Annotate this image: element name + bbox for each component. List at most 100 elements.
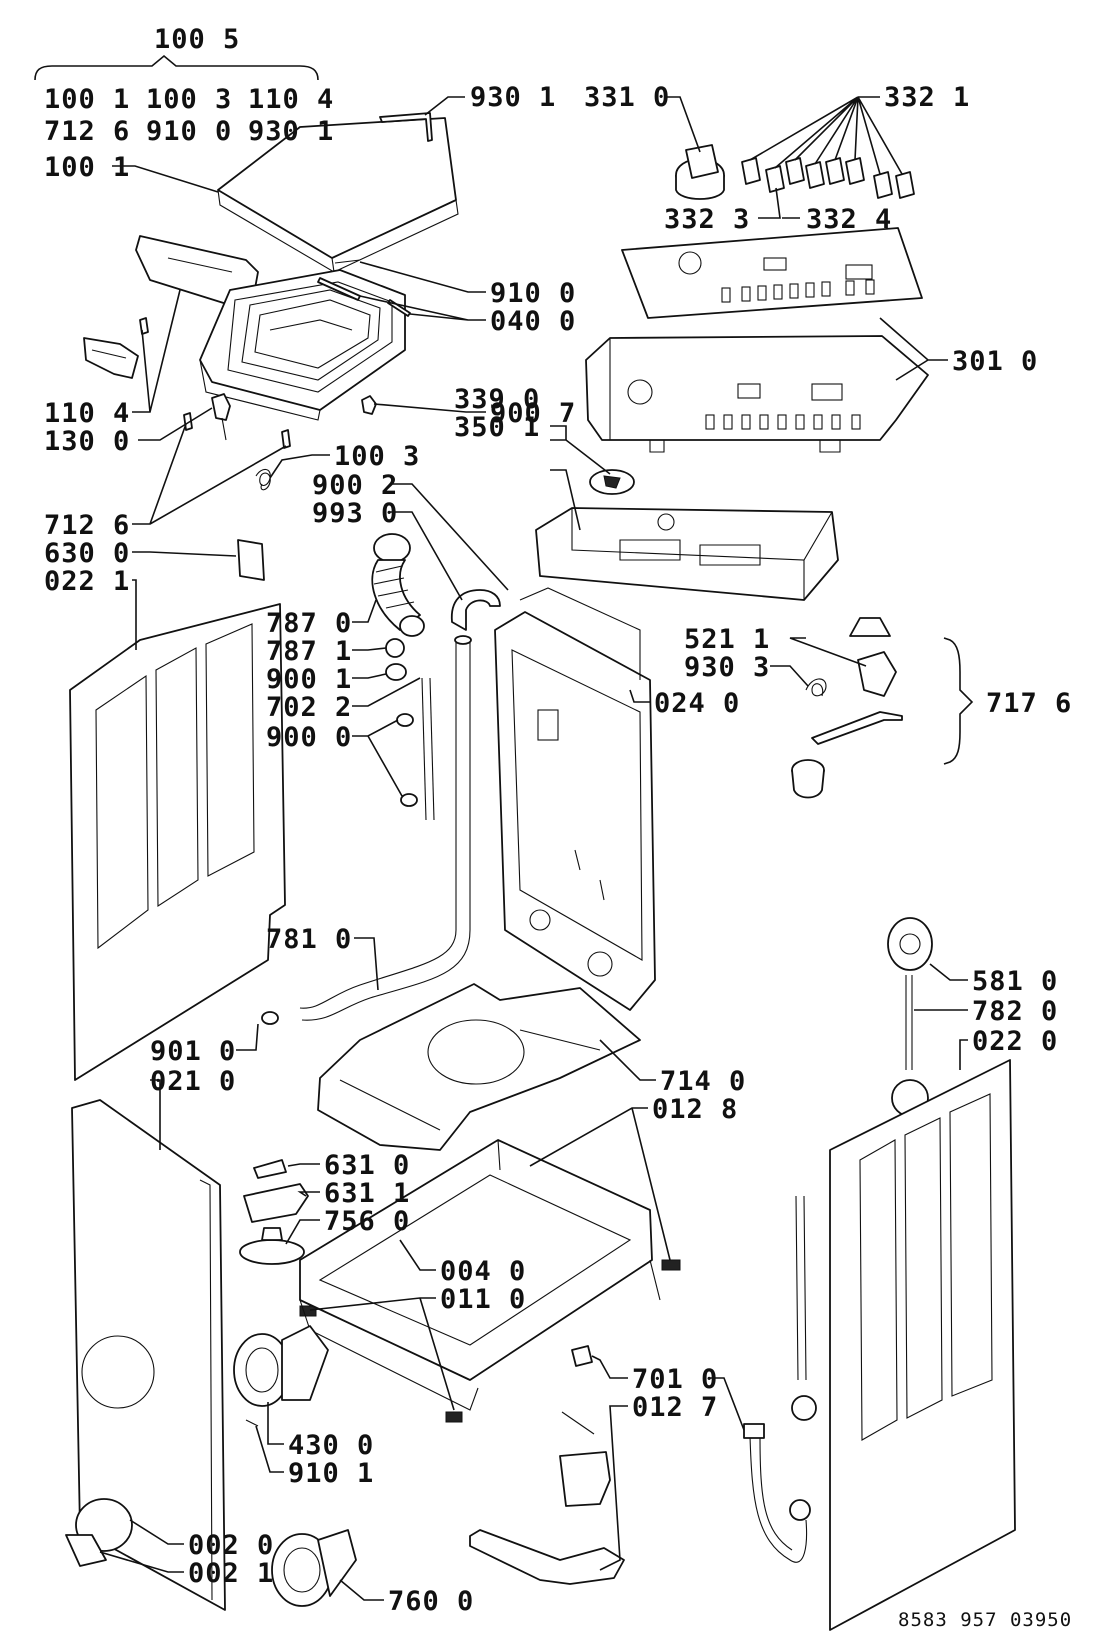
drawing-reference-number: 8583 957 03950: [898, 1609, 1072, 1631]
damper-part: [239, 1227, 305, 1265]
part-label: 012 8: [652, 1094, 738, 1125]
part-label: 002 1: [188, 1558, 274, 1589]
part-labels: 100 5 100 1 100 3 110 4 712 6 910 0 930 …: [44, 24, 1072, 1631]
part-label: 717 6: [986, 688, 1072, 719]
part-label: 782 0: [972, 996, 1058, 1027]
drain-hose-part: [299, 635, 472, 1021]
part-label: 756 0: [324, 1206, 410, 1237]
service-door-part: [65, 1498, 133, 1567]
part-label: 011 0: [440, 1284, 526, 1315]
part-label: 100 1: [44, 152, 130, 183]
rod-part: [317, 277, 361, 301]
part-label: 350 1: [454, 412, 540, 443]
part-label: 022 0: [972, 1026, 1058, 1057]
part-label: 521 1: [684, 624, 770, 655]
part-label: 581 0: [972, 966, 1058, 997]
part-label: 787 0: [266, 608, 352, 639]
part-label: 339 0: [454, 384, 540, 415]
holder-part: [559, 1451, 611, 1507]
plug-part: [400, 793, 418, 807]
front-panel-part: [71, 1099, 226, 1611]
part-label: 910 0: [146, 116, 232, 147]
filter-mesh-part: [385, 638, 405, 658]
small-pin-part: [139, 317, 149, 335]
screw-part: [245, 1419, 259, 1427]
bracket-part: [243, 1183, 309, 1223]
part-label: 787 1: [266, 636, 352, 667]
part-label: 930 1: [470, 82, 556, 113]
part-label: 712 6: [44, 116, 130, 147]
part-label: 430 0: [288, 1430, 374, 1461]
right-side-panel-part: [829, 1059, 1016, 1631]
part-label: 110 4: [44, 398, 130, 429]
part-label: 100 5: [154, 24, 240, 55]
clip-part: [253, 1159, 287, 1179]
control-panel-part: [585, 335, 929, 453]
part-label: 631 1: [324, 1178, 410, 1209]
part-label: 910 1: [288, 1458, 374, 1489]
leader-lines: [34, 54, 974, 1601]
chassis-part: [299, 1139, 661, 1411]
part-label: 024 0: [654, 688, 740, 719]
knob-part: [675, 144, 725, 200]
bellows-hose-part: [371, 533, 425, 637]
pin-part: [281, 429, 291, 449]
screw-part: [334, 259, 361, 264]
pump-filter-part: [271, 1529, 357, 1607]
clip-part: [361, 395, 377, 415]
part-label: 630 0: [44, 538, 130, 569]
part-label: 110 4: [248, 84, 334, 115]
lid-frame-part: [199, 269, 406, 421]
part-label: 900 2: [312, 470, 398, 501]
spring-part: [805, 678, 827, 697]
part-label: 301 0: [952, 346, 1038, 377]
part-label: 332 1: [884, 82, 970, 113]
part-label: 012 7: [632, 1392, 718, 1423]
part-label: 100 1: [44, 84, 130, 115]
push-buttons-part: [741, 157, 915, 199]
washer-part: [789, 1499, 811, 1521]
part-label: 930 3: [684, 652, 770, 683]
part-label: 331 0: [584, 82, 670, 113]
part-label: 130 0: [44, 426, 130, 457]
pedal-lever-part: [469, 1529, 625, 1585]
part-label: 900 1: [266, 664, 352, 695]
lever-part: [811, 711, 903, 745]
lock-cap-part: [849, 617, 891, 637]
tube-part: [421, 677, 427, 821]
hose-clamp-part: [385, 663, 407, 681]
part-label: 900 7: [490, 398, 576, 429]
part-label: 631 0: [324, 1150, 410, 1181]
panel-overlay-part: [621, 227, 923, 319]
drain-pump-part: [233, 1325, 329, 1407]
electronic-board-part: [535, 507, 839, 601]
clip-part: [571, 1345, 593, 1367]
part-label: 332 4: [806, 204, 892, 235]
pulley-part: [887, 917, 933, 971]
lid-latch-part: [83, 337, 139, 379]
part-label: 901 0: [150, 1036, 236, 1067]
part-label: 004 0: [440, 1256, 526, 1287]
hose-clip-part: [261, 1011, 279, 1025]
left-side-panel-part: [69, 603, 286, 1081]
washer-part: [791, 1395, 817, 1421]
inlet-hose-part: [743, 1423, 808, 1563]
part-label: 993 0: [312, 498, 398, 529]
filter-box-part: [237, 539, 265, 581]
hinge-strip-part: [379, 112, 433, 142]
part-label: 100 3: [334, 441, 420, 472]
part-label: 022 1: [44, 566, 130, 597]
pin-part: [561, 1411, 595, 1435]
bearing-part: [791, 759, 825, 799]
part-label: 712 6: [44, 510, 130, 541]
part-label: 702 2: [266, 692, 352, 723]
selector-cam-part: [589, 469, 635, 495]
part-label: 332 3: [664, 204, 750, 235]
rod-part: [795, 1195, 807, 1381]
shaft-part: [905, 975, 913, 1070]
top-lid-part: [217, 117, 459, 274]
part-label: 100 3: [146, 84, 232, 115]
base-part: [317, 983, 641, 1151]
door-lock-part: [857, 651, 897, 697]
